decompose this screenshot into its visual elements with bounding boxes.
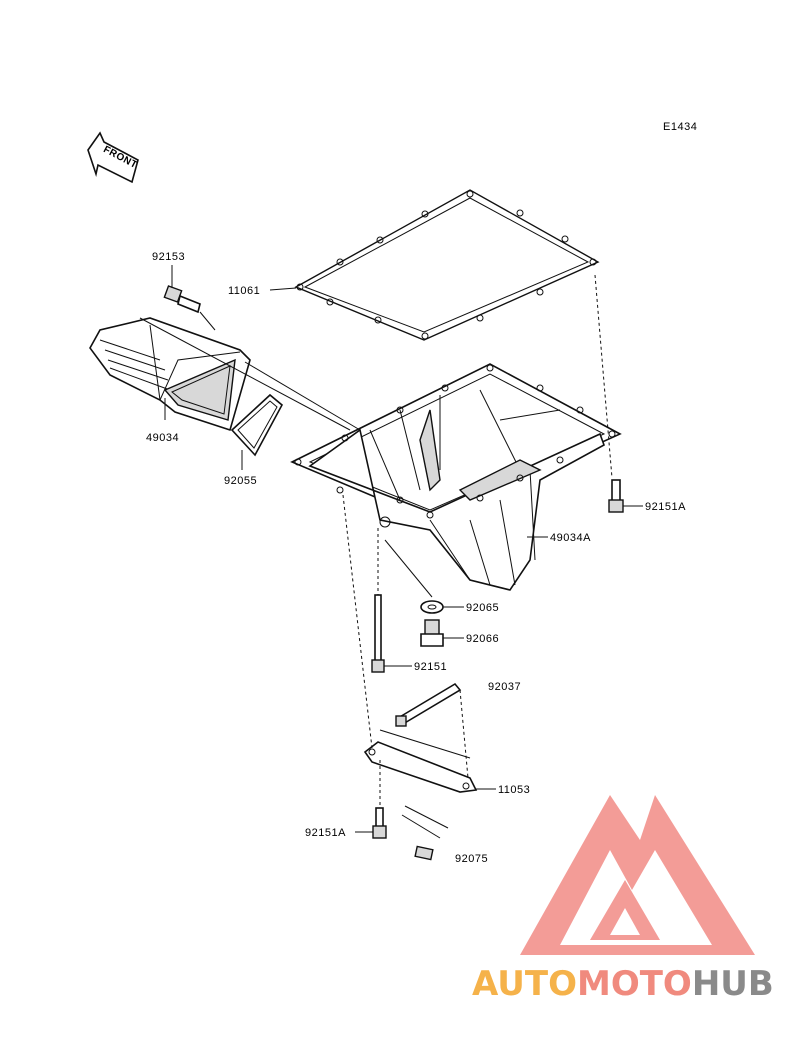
label-49034A: 49034A [550,532,591,544]
washer [420,600,444,614]
oil-pan [290,363,622,591]
clamp-92075 [414,845,434,861]
watermark-auto: AUTO [472,964,577,1004]
label-92151A-bottom: 92151A [305,827,346,839]
plate-11053 [363,741,478,793]
bolt-92153 [163,285,201,314]
bolt-92151A-bottom [372,807,387,839]
label-92075: 92075 [455,853,488,865]
label-11061: 11061 [228,285,260,297]
front-arrow-icon: FRONT [87,131,139,184]
automotohub-logo-icon [520,795,755,955]
oil-pipe [395,682,462,727]
bolt-92151 [371,594,385,673]
o-ring [230,393,284,457]
label-92066: 92066 [466,633,499,645]
label-92065: 92065 [466,602,499,614]
drawing-code: E1434 [663,121,697,133]
label-92055: 92055 [224,475,257,487]
bolt-92151A-top [608,479,624,513]
watermark-hub: HUB [692,964,774,1004]
label-92151A-top: 92151A [645,501,686,513]
label-92151: 92151 [414,661,447,673]
assembly-lines [139,274,613,839]
label-11053: 11053 [498,784,530,796]
callout-leaders [164,265,643,833]
drain-plug [420,619,444,647]
oil-pan-gasket [294,189,600,341]
label-49034: 49034 [146,432,179,444]
label-92037: 92037 [488,681,521,693]
oil-strainer [89,317,251,432]
label-92153: 92153 [152,251,185,263]
watermark-text: AUTOMOTOHUB [472,964,774,1004]
watermark-moto: MOTO [577,964,692,1004]
